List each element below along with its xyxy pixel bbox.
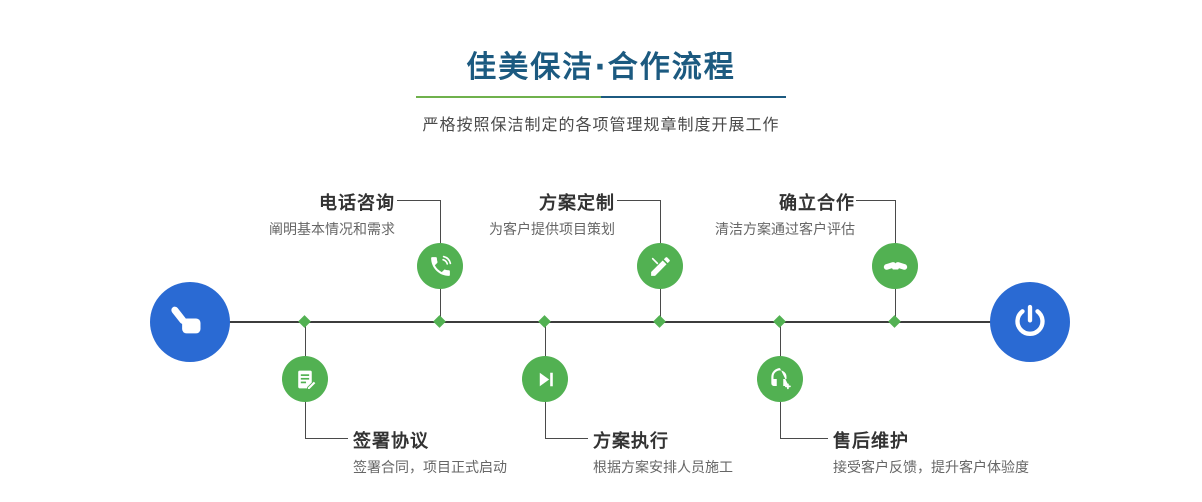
step-desc: 签署合同，项目正式启动 (353, 460, 507, 476)
connector-line (305, 438, 348, 439)
title-underline (416, 96, 786, 98)
power-icon (1010, 302, 1050, 342)
headset-icon (767, 366, 793, 392)
step-desc: 为客户提供项目策划 (489, 222, 615, 238)
step-node-design (637, 243, 683, 289)
timeline-diamond (888, 315, 901, 328)
step-title: 售后维护 (833, 431, 909, 452)
timeline-start-node (150, 282, 230, 362)
connector-line (545, 438, 588, 439)
play-icon (533, 367, 558, 392)
step-node-handshake (872, 243, 918, 289)
timeline-diamond (538, 315, 551, 328)
document-icon (293, 367, 318, 392)
step-desc: 根据方案安排人员施工 (593, 460, 733, 476)
hand-pointing-icon (169, 301, 211, 343)
connector-line (856, 200, 895, 201)
step-node-document (282, 356, 328, 402)
step-title: 电话咨询 (319, 193, 395, 214)
handshake-icon (882, 253, 909, 280)
timeline-diamond (773, 315, 786, 328)
timeline-line (190, 321, 1030, 323)
step-desc: 清洁方案通过客户评估 (715, 222, 855, 238)
timeline-diamond (433, 315, 446, 328)
step-desc: 阐明基本情况和需求 (269, 222, 395, 238)
step-title: 方案执行 (593, 431, 669, 452)
connector-line (617, 200, 660, 201)
step-node-phone (417, 243, 463, 289)
connector-line (397, 200, 440, 201)
step-title: 确立合作 (779, 193, 855, 214)
step-title: 方案定制 (539, 193, 615, 214)
connector-line (780, 438, 828, 439)
page-subtitle: 严格按照保洁制定的各项管理规章制度开展工作 (422, 115, 780, 134)
step-title: 签署协议 (353, 431, 429, 452)
timeline-diamond (653, 315, 666, 328)
timeline-diamond (298, 315, 311, 328)
page-title: 佳美保洁·合作流程 (466, 50, 736, 85)
timeline-end-node (990, 282, 1070, 362)
step-node-play (522, 356, 568, 402)
phone-icon (428, 254, 453, 279)
design-icon (648, 254, 673, 279)
step-desc: 接受客户反馈，提升客户体验度 (833, 460, 1029, 476)
step-node-headset (757, 356, 803, 402)
